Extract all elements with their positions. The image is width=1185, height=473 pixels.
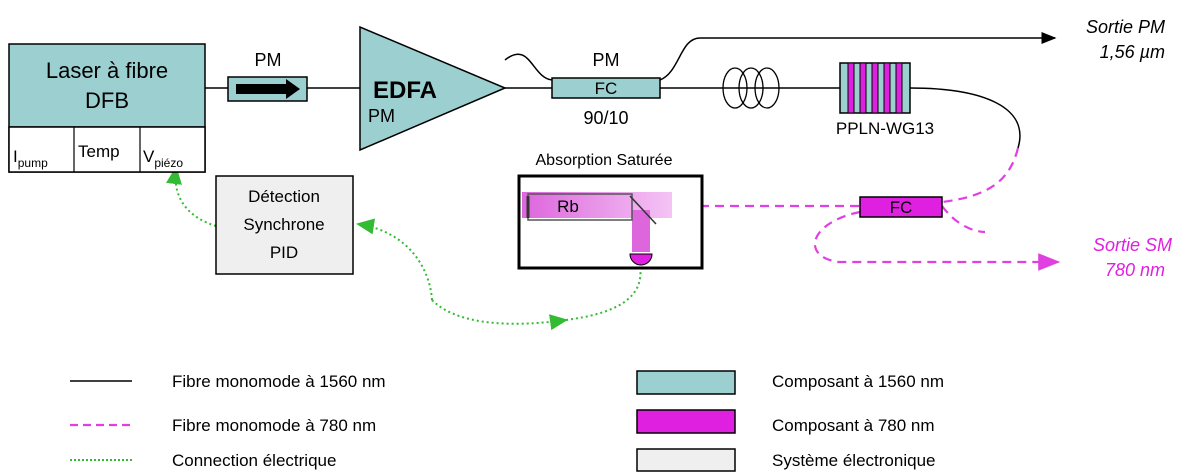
synchronous-detection-pid: Détection Synchrone PID — [215, 175, 354, 275]
fibre-1560-paths — [205, 32, 1057, 149]
ppln-waveguide: PPLN-WG13 — [836, 62, 934, 138]
detection-line1: Détection — [248, 187, 320, 206]
edfa-label: EDFA — [373, 77, 437, 104]
legend: Fibre monomode à 1560 nm Fibre monomode … — [70, 370, 944, 472]
laser-subtitle: DFB — [85, 88, 129, 113]
fibre-coil — [722, 67, 780, 109]
legend-electric: Connection électrique — [172, 451, 336, 470]
fibre-coupler-90-10: PM FC 90/10 — [551, 50, 661, 128]
laser-title: Laser à fibre — [46, 58, 168, 83]
ppln-label: PPLN-WG13 — [836, 119, 934, 138]
legend-swatch-electronics — [636, 448, 736, 472]
legend-fibre-1560: Fibre monomode à 1560 nm — [172, 372, 386, 391]
pm-isolator: PM — [227, 50, 308, 102]
fibre-coupler-780: FC — [859, 196, 943, 218]
edfa-sublabel: PM — [368, 106, 395, 126]
absorption-title: Absorption Saturée — [536, 152, 673, 169]
electric-paths — [166, 166, 642, 331]
laser-temp-label: Temp — [78, 142, 120, 161]
fc1-label: FC — [595, 79, 618, 98]
laser-vpiezo-label: Vpiézo — [143, 147, 183, 170]
output-sm-line2: 780 nm — [1105, 260, 1165, 280]
pm-isolator-label: PM — [255, 50, 282, 70]
reflected-beam — [632, 210, 650, 252]
legend-swatch-comp-1560 — [636, 370, 736, 395]
laser-ipump-label: Ipump — [13, 147, 48, 170]
fc2-label: FC — [890, 198, 913, 217]
isolator-arrow-icon — [236, 79, 300, 99]
detection-line3: PID — [270, 243, 298, 262]
legend-fibre-780: Fibre monomode à 780 nm — [172, 416, 376, 435]
fc1-ratio: 90/10 — [583, 108, 628, 128]
legend-electronics: Système électronique — [772, 451, 935, 470]
legend-swatch-comp-780 — [636, 409, 736, 434]
legend-comp-780: Composant à 780 nm — [772, 416, 935, 435]
mirror — [629, 195, 657, 225]
rb-label: Rb — [557, 197, 579, 216]
detection-line2: Synchrone — [243, 215, 324, 234]
laser-dfb: Laser à fibre DFB Ipump Temp Vpiézo — [8, 43, 206, 173]
edfa-amplifier: EDFA PM — [359, 25, 507, 152]
output-pm-line1: Sortie PM — [1086, 17, 1165, 37]
fc1-top-label: PM — [593, 50, 620, 70]
legend-comp-1560: Composant à 1560 nm — [772, 372, 944, 391]
output-sm-line1: Sortie SM — [1093, 235, 1172, 255]
photodiode — [629, 253, 653, 266]
output-pm-line2: 1,56 µm — [1100, 42, 1165, 62]
saturated-absorption-setup: Absorption Saturée Rb — [517, 152, 704, 270]
